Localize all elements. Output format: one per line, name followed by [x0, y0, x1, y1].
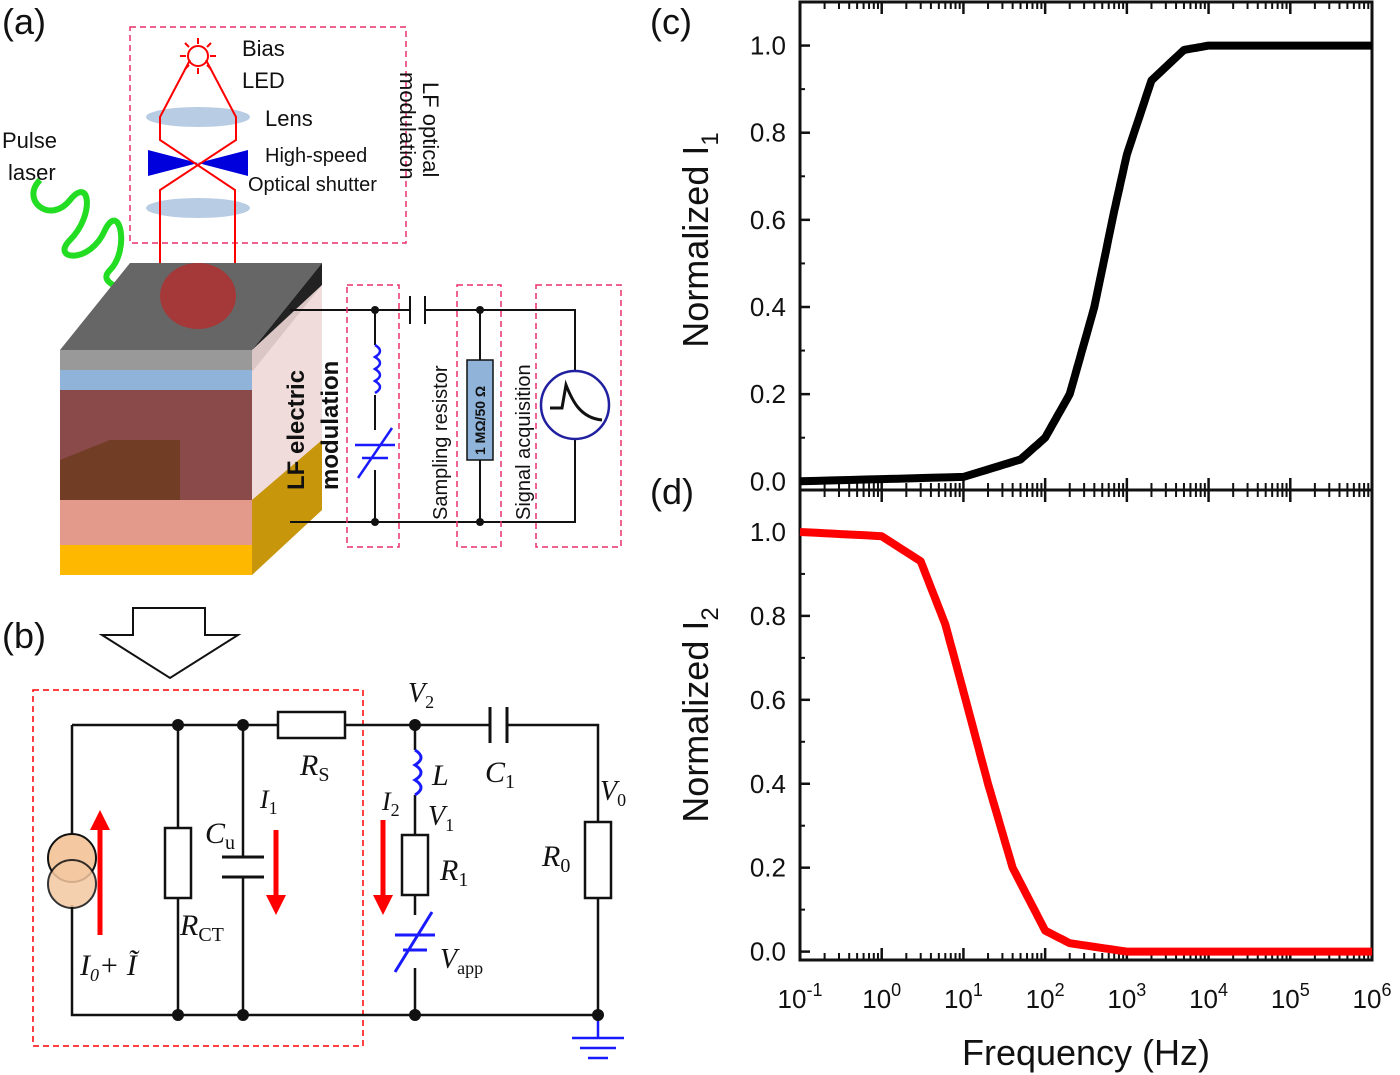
panel-label-b: (b)	[2, 615, 46, 656]
y-axis-label-c: Normalized I1	[675, 132, 724, 347]
v-app-source-icon	[393, 911, 435, 973]
signal-acquisition-label: Signal acquisition	[513, 364, 535, 520]
electric-modulation-box	[346, 284, 400, 548]
x-tick-label: 10-1	[778, 980, 823, 1014]
c1-label: C1	[485, 756, 515, 793]
laser-label: laser	[8, 160, 56, 185]
y-tick-label: 1.0	[750, 517, 786, 547]
x-tick-label: 103	[1107, 980, 1146, 1014]
r-s-label: RS	[299, 749, 329, 786]
y-tick-label: 0.0	[750, 937, 786, 967]
y-tick-label: 0.4	[750, 769, 786, 799]
sampling-resistor-box	[456, 284, 502, 548]
v0-label: V0	[600, 776, 626, 810]
light-rays	[159, 59, 237, 300]
inductor-l-icon	[412, 748, 423, 797]
y-tick-label: 0.2	[750, 853, 786, 883]
device-stack	[60, 263, 322, 575]
lf-electric-label-2: modulation	[317, 361, 344, 490]
current-source-icon	[47, 833, 97, 909]
panel-label-c: (c)	[650, 1, 692, 42]
y-tick-label: 0.0	[750, 466, 786, 496]
c-u-label: Cu	[205, 817, 235, 854]
sampling-resistor-label: Sampling resistor	[430, 365, 452, 520]
y-axis-label-d: Normalized I2	[675, 607, 724, 822]
down-arrow-icon	[98, 607, 242, 680]
bias-led-icon	[180, 38, 216, 74]
series-line-c	[799, 41, 1372, 486]
panel-label-d: (d)	[650, 471, 694, 512]
x-axis-label: Frequency (Hz)	[962, 1032, 1210, 1073]
x-tick-label: 104	[1189, 980, 1228, 1014]
i1-label: I1	[259, 785, 278, 818]
x-tick-label: 102	[1026, 980, 1065, 1014]
v2-label: V2	[408, 678, 434, 712]
lens-top	[146, 107, 250, 127]
source-current-label: I0+ Ĩ	[79, 949, 140, 985]
l-label: L	[431, 759, 449, 792]
circuit-nodes	[172, 719, 604, 1021]
lens-label: Lens	[265, 106, 313, 131]
r-ct-resistor	[163, 826, 193, 900]
r0-label: R0	[541, 840, 570, 877]
capacitor-symbol	[409, 296, 426, 324]
bias-label: Bias	[242, 36, 285, 61]
x-tick-label: 101	[944, 980, 983, 1014]
y-tick-label: 0.6	[750, 205, 786, 235]
y-tick-label: 0.2	[750, 379, 786, 409]
lf-optical-label-2: modulation	[395, 72, 420, 180]
v1-label: V1	[428, 801, 454, 835]
lf-optical-label-1: LF optical	[418, 82, 443, 177]
shutter-label-1: High-speed	[265, 145, 367, 167]
equivalent-cell-box	[32, 689, 364, 1047]
optical-modulation-box	[129, 26, 407, 244]
lens-bottom	[146, 198, 250, 218]
y-tick-label: 0.8	[750, 601, 786, 631]
panel-label-a: (a)	[2, 1, 46, 42]
variable-source-icon	[355, 427, 395, 479]
x-tick-label: 100	[862, 980, 901, 1014]
led-label: LED	[242, 68, 285, 93]
signal-acquisition-box	[535, 284, 622, 548]
pulse-label: Pulse	[2, 128, 57, 153]
shutter-label-2: Optical shutter	[248, 174, 377, 196]
inductor-icon	[372, 343, 382, 395]
circuit-wires	[70, 723, 624, 1060]
resistor-value: 1 MΩ/50 Ω	[472, 386, 488, 455]
x-tick-label: 106	[1353, 980, 1392, 1014]
r-s-resistor	[276, 710, 347, 740]
y-tick-label: 1.0	[750, 31, 786, 61]
i2-label: I2	[381, 787, 400, 820]
r-ct-label: RCT	[179, 909, 224, 946]
shutter-icon	[148, 150, 248, 176]
v-app-label: Vapp	[440, 944, 483, 978]
laser-beam	[30, 177, 152, 303]
x-tick-label: 105	[1271, 980, 1310, 1014]
sampling-resistor	[466, 359, 494, 461]
r0-resistor	[583, 820, 613, 900]
plot-frame-c	[798, 0, 1374, 492]
c-u-capacitor	[222, 855, 264, 879]
plot-frame-d	[798, 488, 1374, 962]
y-tick-label: 0.8	[750, 118, 786, 148]
lf-electric-label-1: LF electric	[283, 370, 310, 490]
y-tick-label: 0.6	[750, 685, 786, 715]
c1-capacitor	[488, 707, 509, 743]
y-tick-label: 0.4	[750, 292, 786, 322]
r1-resistor	[400, 833, 430, 897]
r1-label: R1	[439, 854, 468, 891]
series-line-d	[799, 528, 1372, 956]
